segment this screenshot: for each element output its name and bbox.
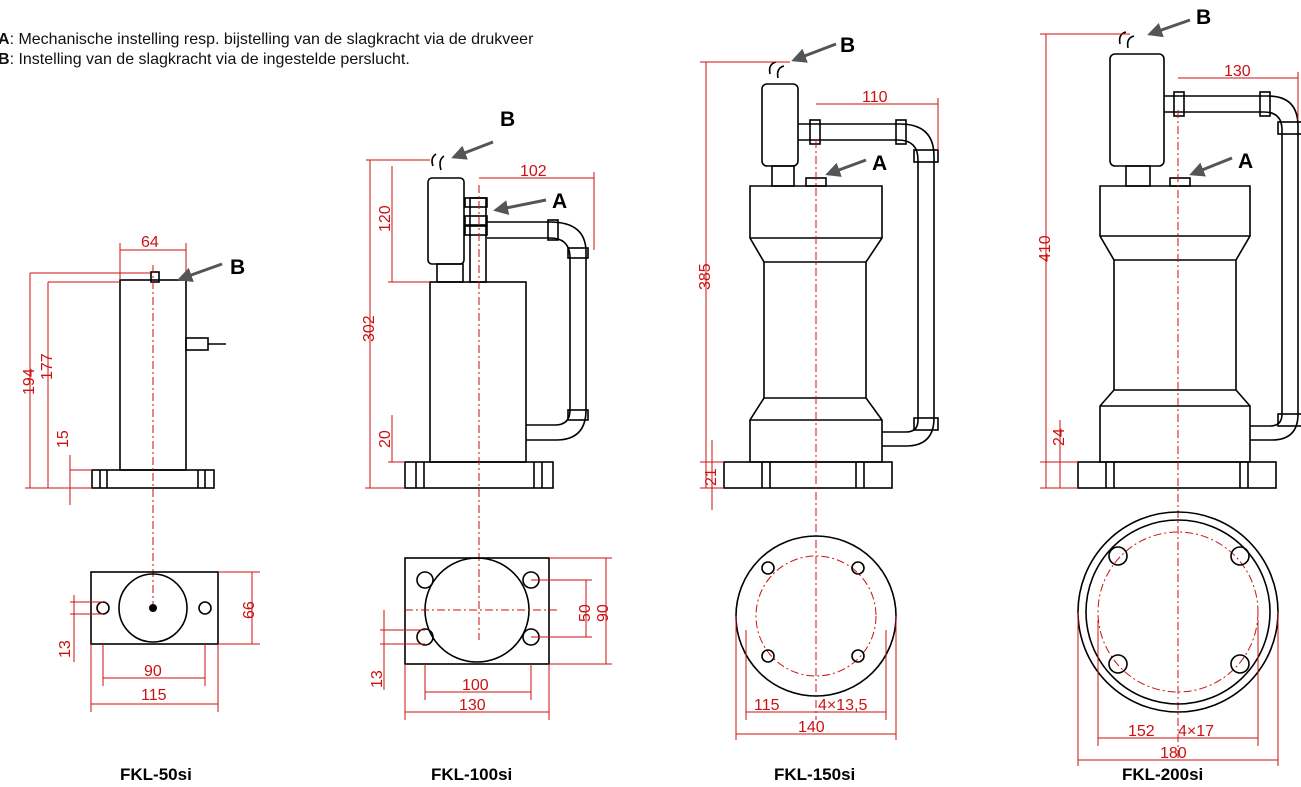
- legend-key-a: A: [0, 31, 10, 48]
- dim-150-total-height: 385: [697, 263, 714, 290]
- dim-100-plate-width: 130: [459, 697, 486, 714]
- fkl-50-side-fitting: [185, 337, 209, 351]
- dim-150-holes: 4×13,5: [818, 697, 867, 714]
- dim-200-flange-dia: 180: [1160, 745, 1187, 762]
- fkl-100-top-view-plate: [404, 557, 550, 665]
- dim-50-width: 64: [141, 234, 159, 251]
- dim-150-bolt-circle: 115: [754, 697, 780, 714]
- dim-100-total-height: 302: [361, 315, 378, 342]
- dim-50-base-height: 15: [55, 430, 72, 448]
- legend: A: Mechanische instelling resp. bijstell…: [0, 30, 533, 70]
- dim-100-hole-depth: 50: [577, 604, 594, 622]
- dim-200-holes: 4×17: [1178, 723, 1214, 740]
- model-label-fkl-100si: FKL-100si: [431, 765, 512, 784]
- dim-50-hole-dia: 13: [57, 640, 74, 658]
- model-label-fkl-50si: FKL-50si: [120, 765, 192, 784]
- arrow-b-fkl-200: [1147, 18, 1191, 38]
- fkl-200-base-plate: [1077, 461, 1277, 489]
- callout-a-fkl-100: A: [552, 190, 567, 213]
- fkl-200-valve-cylinder: [1109, 53, 1165, 167]
- arrow-a-fkl-200: [1189, 156, 1233, 177]
- dim-200-air-line-width: 130: [1224, 63, 1251, 80]
- dim-100-plate-depth: 90: [595, 604, 612, 622]
- callout-b-fkl-50: B: [230, 256, 245, 279]
- fkl-150-base-plate: [723, 461, 893, 489]
- dim-100-base-height: 20: [377, 430, 394, 448]
- callout-a-fkl-150: A: [872, 152, 887, 175]
- dim-50-hole-spacing: 90: [144, 663, 162, 680]
- dim-100-hole-spacing: 100: [462, 677, 489, 694]
- legend-line-b: B: Instelling van de slagkracht via de i…: [0, 50, 533, 70]
- legend-key-b: B: [0, 51, 10, 68]
- fkl-50-air-connector: [150, 271, 160, 283]
- arrow-a-fkl-100: [493, 198, 547, 216]
- fkl-150si-drawing: [700, 61, 939, 740]
- dim-150-air-line-width: 110: [862, 89, 888, 106]
- dim-200-total-height: 410: [1037, 235, 1054, 262]
- fkl-50-top-view-plate: [90, 571, 219, 645]
- dim-200-base-height: 24: [1051, 428, 1068, 446]
- callout-b-fkl-100: B: [500, 108, 515, 131]
- dim-50-plate-depth: 66: [241, 601, 258, 619]
- dim-50-body-height: 177: [39, 353, 56, 380]
- fkl-100-air-hose: [431, 153, 437, 167]
- dim-200-bolt-circle: 152: [1128, 723, 1155, 740]
- fkl-100-valve-cylinder: [427, 177, 465, 265]
- legend-text-b: : Instelling van de slagkracht via de in…: [9, 51, 410, 68]
- callout-b-fkl-150: B: [840, 34, 855, 57]
- callout-b-fkl-200: B: [1196, 6, 1211, 29]
- dim-50-plate-width: 115: [141, 687, 167, 704]
- dim-100-hole-dia: 13: [369, 670, 386, 688]
- dim-150-flange-dia: 140: [798, 719, 825, 736]
- callout-a-fkl-200: A: [1238, 150, 1253, 173]
- model-label-fkl-150si: FKL-150si: [774, 765, 855, 784]
- legend-line-a: A: Mechanische instelling resp. bijstell…: [0, 30, 533, 50]
- dim-150-base-height: 21: [703, 468, 720, 486]
- fkl-200si-drawing: [1040, 31, 1301, 766]
- legend-text-a: : Mechanische instelling resp. bijstelli…: [9, 31, 534, 48]
- fkl-150-air-line: [798, 123, 935, 447]
- arrow-a-fkl-150: [825, 158, 867, 177]
- fkl-200-body: [1099, 185, 1251, 463]
- model-label-fkl-200si: FKL-200si: [1122, 765, 1203, 784]
- arrow-b-fkl-150: [791, 42, 837, 63]
- fkl-100-body: [429, 281, 527, 463]
- fkl-200-air-line: [1164, 95, 1299, 441]
- arrow-b-fkl-100: [451, 140, 494, 160]
- fkl-100si-drawing: [365, 153, 612, 720]
- dim-50-total-height: 194: [21, 368, 38, 395]
- fkl-50si-drawing: [25, 243, 260, 712]
- fkl-150-valve-cylinder: [761, 83, 799, 167]
- arrow-b-fkl-50: [177, 262, 223, 283]
- dim-100-valve-height: 120: [377, 205, 394, 232]
- fkl-100-air-line: [487, 221, 587, 441]
- dim-100-air-line-width: 102: [520, 163, 547, 180]
